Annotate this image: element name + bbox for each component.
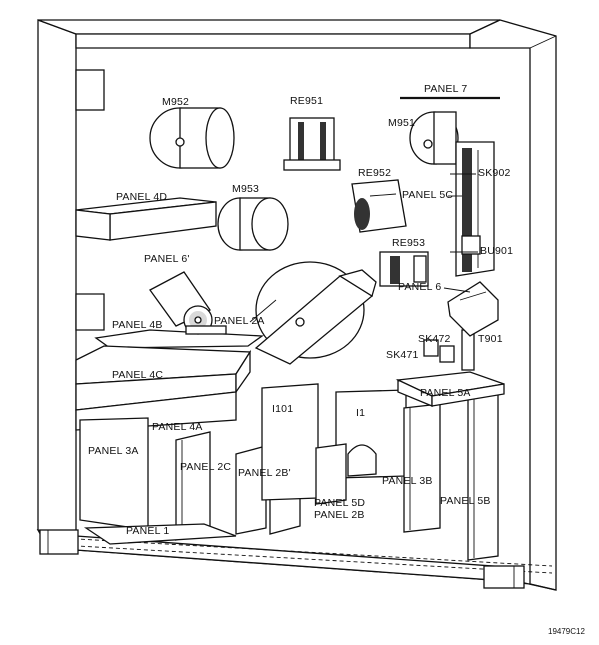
label-sk902: SK902	[478, 167, 511, 179]
center-drum-motor	[254, 261, 377, 365]
panel-5b	[467, 387, 499, 561]
label-panel-5a: PANEL 5A	[420, 387, 471, 399]
label-panel-6-prime: PANEL 6'	[144, 253, 190, 265]
label-m953: M953	[232, 183, 259, 195]
label-panel-2c: PANEL 2C	[180, 461, 231, 473]
panel-6-prime-assembly	[149, 271, 227, 335]
re953-relay	[379, 251, 429, 287]
bu901-socket	[461, 235, 481, 255]
m952-motor	[149, 107, 235, 169]
panel-5d	[315, 443, 347, 505]
label-m952: M952	[162, 96, 189, 108]
label-t901: T901	[478, 333, 503, 345]
panel-5a-area	[395, 329, 505, 407]
i101-panel	[261, 383, 319, 501]
center-panels	[261, 383, 499, 561]
label-panel-4b: PANEL 4B	[112, 319, 163, 331]
label-panel-5c: PANEL 5C	[402, 189, 453, 201]
label-panel-3a: PANEL 3A	[88, 445, 139, 457]
label-i1: I1	[356, 407, 365, 419]
upper-left-bracket	[75, 69, 105, 111]
panel-3a	[79, 417, 149, 531]
label-panel-6: PANEL 6	[398, 281, 441, 293]
label-re952: RE952	[358, 167, 391, 179]
label-re953: RE953	[392, 237, 425, 249]
re951-relay	[283, 117, 341, 171]
label-panel-7: PANEL 7	[424, 83, 467, 95]
sk471-connector	[439, 345, 455, 363]
label-re951: RE951	[290, 95, 323, 107]
label-i101: I101	[272, 403, 293, 415]
label-panel-2a: PANEL 2A	[214, 315, 265, 327]
panel-6-bracket	[447, 281, 499, 337]
label-panel-4d: PANEL 4D	[116, 191, 167, 203]
panel-3b	[403, 403, 441, 533]
panel-1	[83, 523, 237, 545]
re952-relay	[351, 179, 407, 233]
sk472-connector	[423, 339, 439, 357]
label-panel-4a: PANEL 4A	[152, 421, 203, 433]
t901-transformer	[461, 329, 475, 371]
label-m951: M951	[388, 117, 415, 129]
panel-4b	[94, 329, 264, 349]
label-bu901: BU901	[480, 245, 513, 257]
label-panel-2b-prime: PANEL 2B'	[238, 467, 291, 479]
m953-motor	[217, 197, 289, 251]
leader-lines	[249, 173, 478, 323]
label-panel-3b: PANEL 3B	[382, 475, 433, 487]
label-panel-4c: PANEL 4C	[112, 369, 163, 381]
label-panel-5d: PANEL 5D	[314, 497, 365, 509]
label-panel-5b: PANEL 5B	[440, 495, 491, 507]
label-sk471: SK471	[386, 349, 419, 361]
label-panel-1: PANEL 1	[126, 525, 169, 537]
panel-2b-prime	[235, 445, 267, 535]
labels: PANEL 7 M952 RE951 M951 SK902 RE952 PANE…	[88, 83, 585, 636]
figure-code: 19479C12	[548, 627, 585, 636]
label-sk472: SK472	[418, 333, 451, 345]
panel-7-column	[400, 96, 500, 337]
label-panel-2b: PANEL 2B	[314, 509, 365, 521]
